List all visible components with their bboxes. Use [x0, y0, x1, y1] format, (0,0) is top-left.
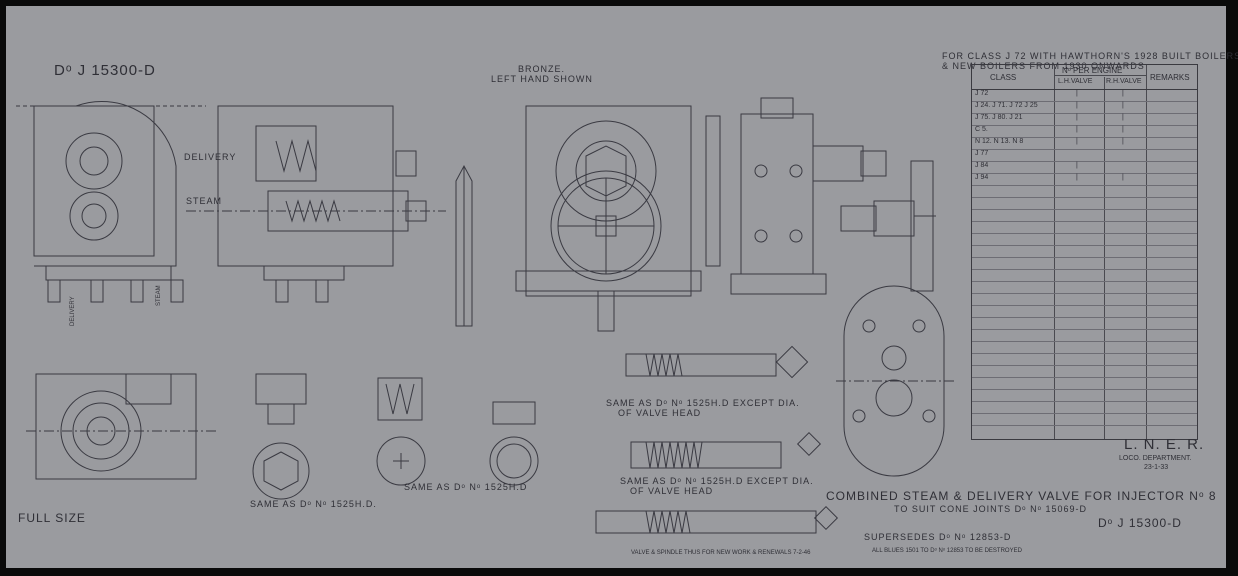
table-row: J 24. J 71. J 72 J 25 | |	[972, 101, 1197, 112]
spindle-middle	[630, 441, 782, 469]
front-view-flange	[34, 100, 177, 267]
nut-plan	[489, 436, 539, 486]
front-view-body	[33, 105, 155, 257]
loco-department: LOCO. DEPARTMENT.	[1119, 455, 1192, 462]
col-remarks-header: REMARKS	[1150, 73, 1190, 82]
table-row: C 5. | |	[972, 125, 1197, 136]
table-row: N 12. N 13. N 8 | |	[972, 137, 1197, 148]
same-as-note-4b: OF VALVE HEAD	[630, 486, 714, 496]
drawing-sheet: Dᵒ J 15300-D BRONZE. LEFT HAND SHOWN DEL…	[6, 6, 1238, 568]
same-as-note-2: SAME AS Dᵒ Nᵒ 1525H.D	[404, 482, 528, 492]
drawing-number-top: Dᵒ J 15300-D	[54, 62, 156, 79]
drawing-title: COMBINED STEAM & DELIVERY VALVE FOR INJE…	[826, 489, 1217, 503]
table-row: J 72 | |	[972, 89, 1197, 100]
engineering-drawing	[16, 97, 956, 534]
same-as-note-4a: SAME AS Dᵒ Nᵒ 1525H.D EXCEPT DIA.	[620, 476, 814, 486]
destroy-note: ALL BLUES 1501 TO Dᵒ Nᵒ 12853 TO BE DEST…	[872, 548, 1022, 554]
outside-view-body	[740, 113, 814, 275]
col-per-engine-header: Nᵒ PER ENGINE	[1062, 66, 1123, 75]
front-view-bore-upper	[65, 132, 123, 190]
loco-date: 23-1-33	[1144, 464, 1169, 471]
table-row: J 94 | |	[972, 173, 1197, 184]
side-section-body	[217, 105, 394, 267]
drawing-number-bottom: Dᵒ J 15300-D	[1098, 516, 1182, 530]
handwheel-face	[550, 170, 662, 282]
delivery-vertical-label: DELIVERY	[70, 296, 76, 326]
nut-elevation	[492, 401, 536, 425]
plug-plan	[376, 436, 426, 486]
same-as-note-1: SAME AS Dᵒ Nᵒ 1525H.D.	[250, 499, 377, 509]
supersedes-note: SUPERSEDES Dᵒ Nᵒ 12853-D	[864, 532, 1012, 542]
delivery-label: DELIVERY	[184, 152, 237, 162]
cap-plan	[252, 442, 310, 500]
drawing-subtitle: TO SUIT CONE JOINTS Dᵒ Nᵒ 15069-D	[894, 504, 1087, 514]
class-header-line1: FOR CLASS J 72 WITH HAWTHORN'S 1928 BUIL…	[942, 51, 1238, 61]
scale-note: FULL SIZE	[18, 511, 86, 525]
flange-plan	[843, 285, 945, 477]
end-view-body	[525, 105, 692, 297]
material-note: BRONZE.	[518, 64, 566, 74]
class-header-line2: & NEW BOILERS FROM 1930 ONWARDS	[942, 61, 1145, 71]
lner-title: L. N. E. R.	[1124, 436, 1205, 453]
cap-elevation	[255, 373, 307, 405]
front-view-bore-lower	[69, 191, 119, 241]
plug-elevation	[377, 377, 423, 421]
col-rh-header: R.H.VALVE	[1106, 78, 1142, 85]
table-row: J 84 |	[972, 161, 1197, 172]
col-class-header: CLASS	[990, 73, 1017, 82]
handwheel-outside	[910, 160, 934, 292]
spindle-lower	[595, 510, 817, 534]
handwheel-edge	[455, 164, 473, 327]
plan-view	[35, 373, 197, 480]
steam-vertical-label: STEAM	[156, 285, 162, 306]
same-as-note-3a: SAME AS Dᵒ Nᵒ 1525H.D EXCEPT DIA.	[606, 398, 800, 408]
spindle-upper	[625, 353, 777, 377]
table-row: J 75. J 80. J 21 | |	[972, 113, 1197, 124]
valve-spindle-note: VALVE & SPINDLE THUS FOR NEW WORK & RENE…	[631, 550, 811, 556]
col-lh-header: L.H.VALVE	[1058, 78, 1093, 85]
hand-note: LEFT HAND SHOWN	[491, 74, 593, 84]
same-as-note-3b: OF VALVE HEAD	[618, 408, 702, 418]
steam-label: STEAM	[186, 196, 223, 206]
table-row: J 77	[972, 149, 1197, 160]
class-table: CLASS Nᵒ PER ENGINE L.H.VALVE R.H.VALVE …	[971, 64, 1198, 440]
